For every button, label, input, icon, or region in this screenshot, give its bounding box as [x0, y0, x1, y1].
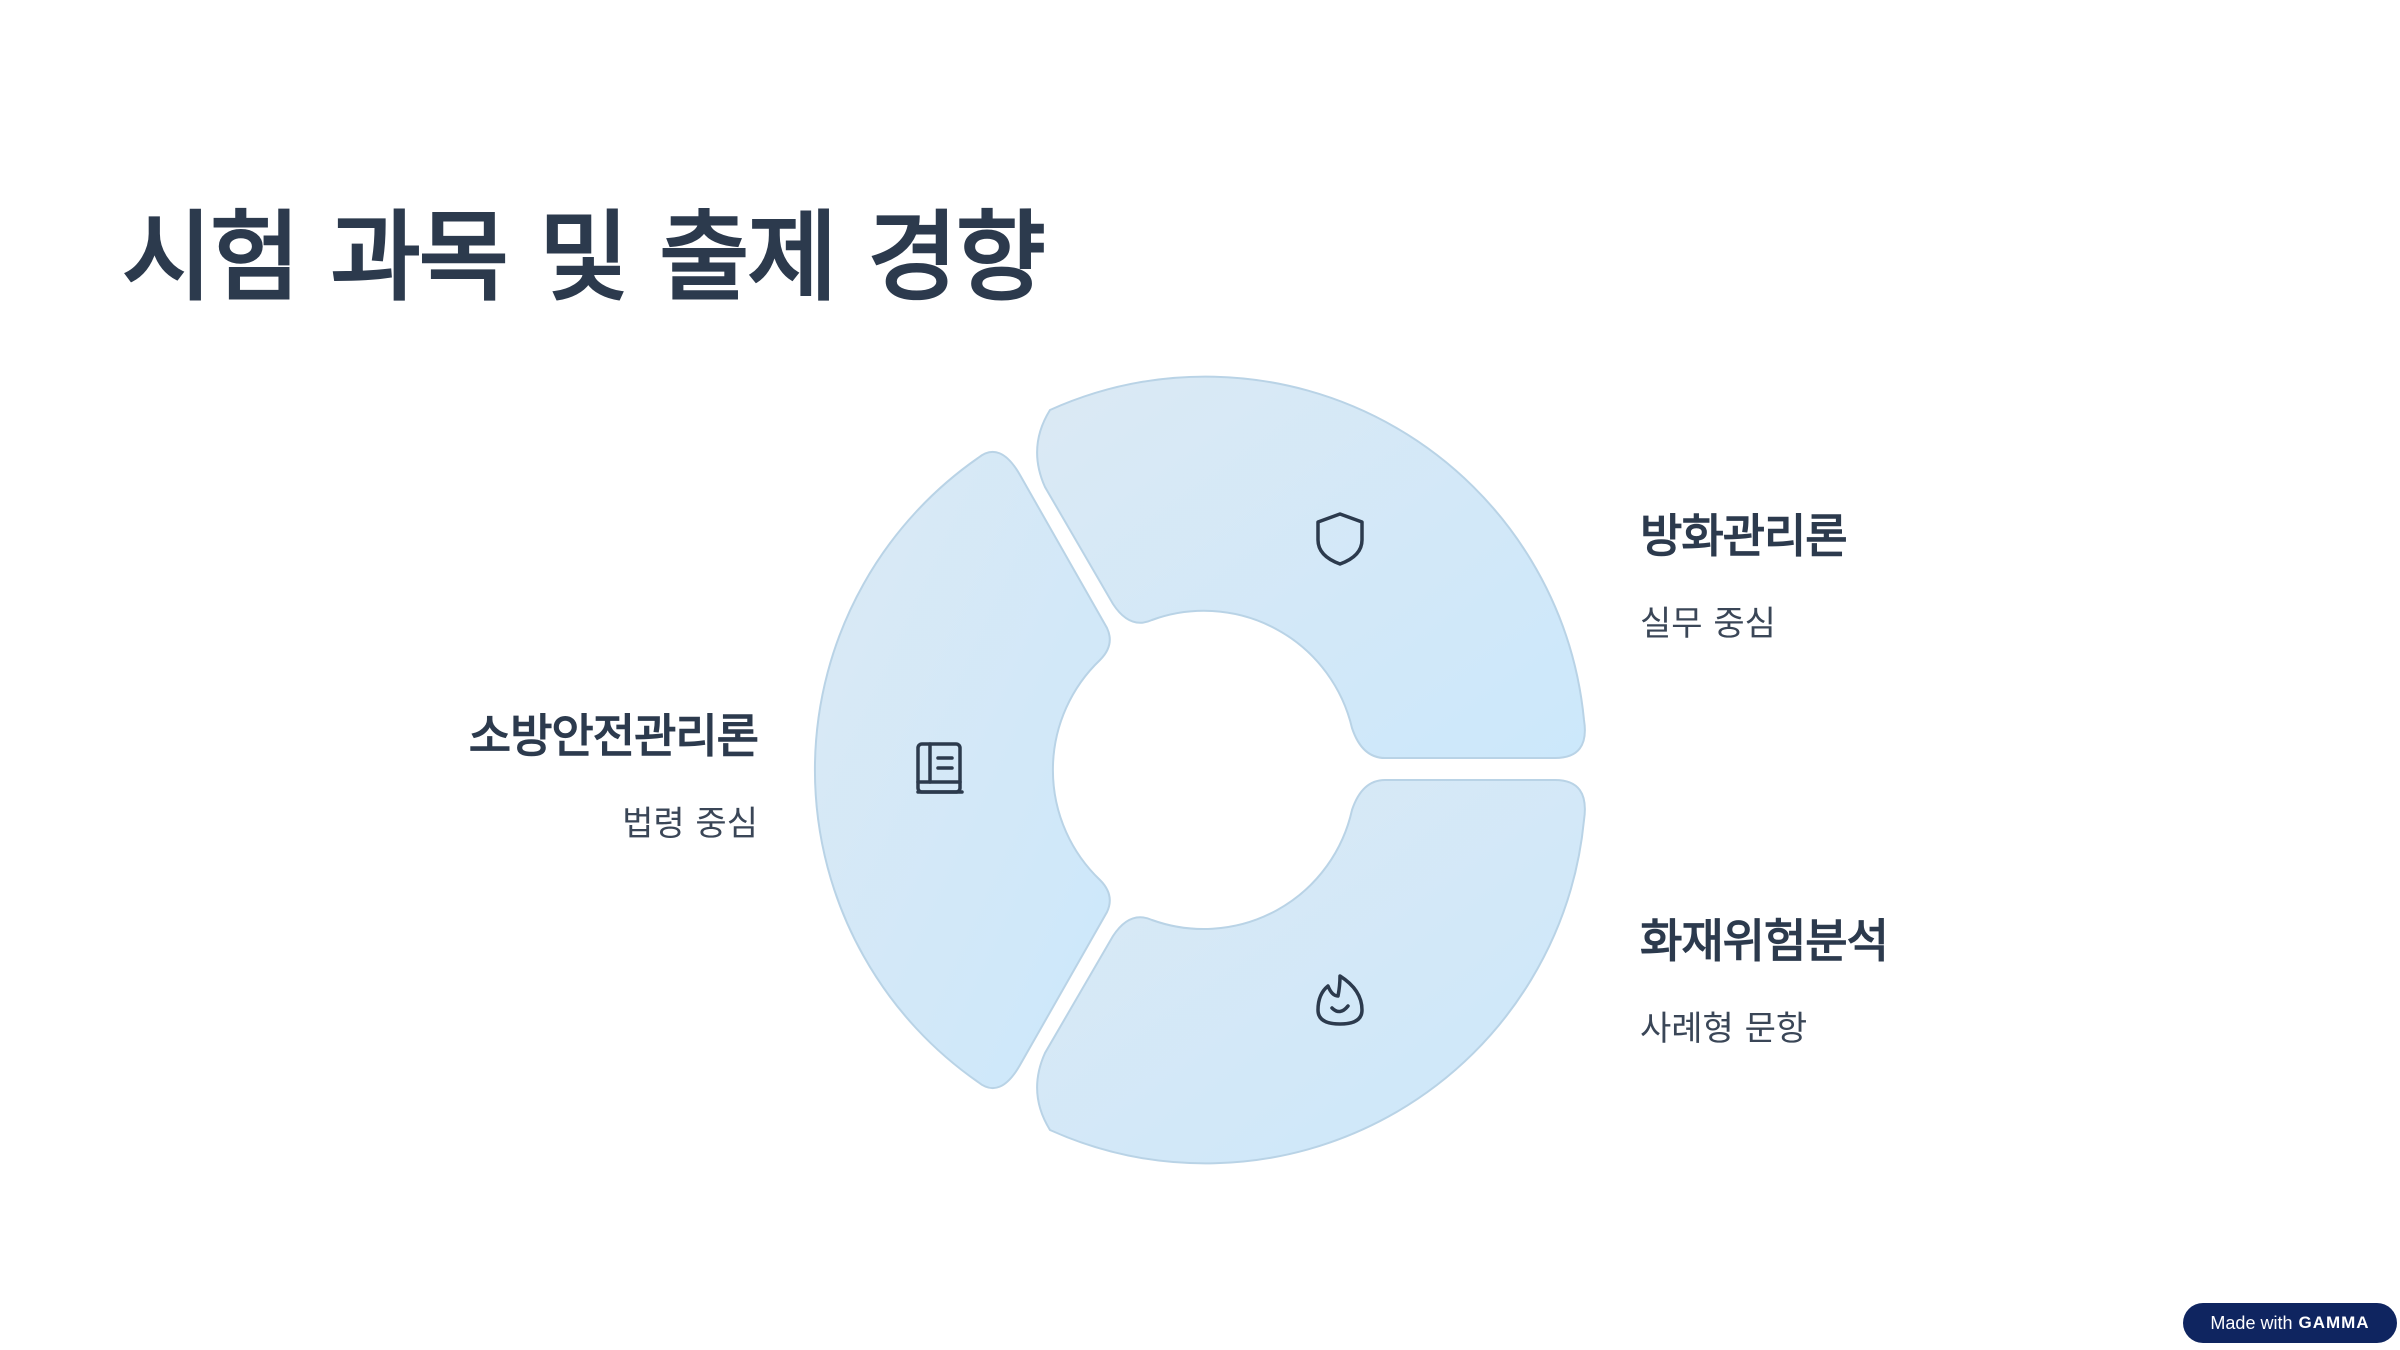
segment-subtitle: 사례형 문항	[1640, 1009, 1808, 1049]
badge-prefix: Made with	[2210, 1312, 2293, 1333]
segment-label-top-right: 방화관리론 실무 중심	[1640, 500, 1848, 645]
segment-top-right	[1036, 375, 1586, 759]
segment-label-bottom-right: 화재위험분석 사례형 문항	[1640, 905, 1889, 1050]
segment-label-left: 소방안전관리론 법령 중심	[468, 700, 759, 845]
segment-title: 소방안전관리론	[468, 709, 759, 763]
flame-icon	[1316, 974, 1364, 1026]
segment-subtitle: 법령 중심	[622, 804, 758, 844]
page-title: 시험 과목 및 출제 경향	[122, 201, 1046, 315]
segment-bottom-right	[1036, 779, 1586, 1165]
segment-title: 방화관리론	[1640, 509, 1848, 563]
segment-left	[813, 450, 1111, 1090]
made-with-gamma-badge[interactable]: Made with GAMMA	[2183, 1303, 2397, 1343]
book-icon	[916, 742, 964, 794]
segment-title: 화재위험분석	[1640, 914, 1889, 968]
segment-subtitle: 실무 중심	[1640, 604, 1776, 644]
gamma-logo: GAMMA	[2298, 1313, 2370, 1332]
shield-icon	[1316, 512, 1364, 566]
